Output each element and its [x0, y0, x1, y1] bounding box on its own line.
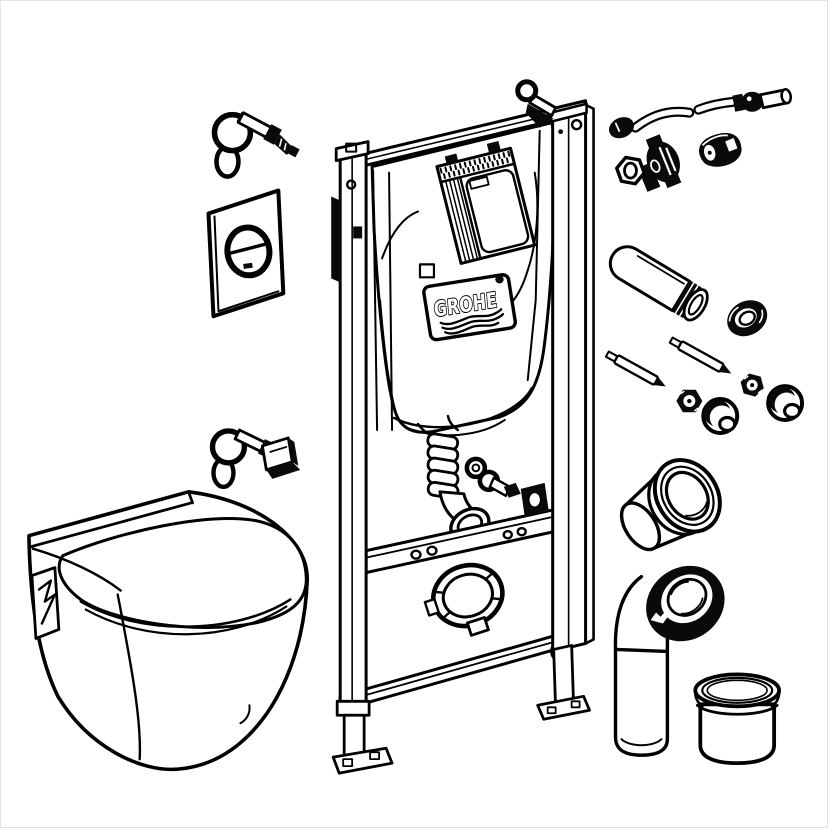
connection-nipple-drawing [699, 133, 742, 167]
registered-dot [495, 275, 504, 284]
anchor-top-drawing [211, 111, 300, 179]
threaded-rods-drawing [604, 336, 732, 387]
drain-elbow-drawing [613, 565, 725, 757]
pipe-holder-ring-drawing [423, 562, 505, 637]
angle-valve-drawing [615, 134, 682, 192]
lubricant-pot-drawing [693, 672, 782, 766]
inspection-shaft-drawing [435, 140, 537, 265]
anchor-mid-drawing [209, 428, 301, 490]
frame-top-bolt [515, 79, 558, 128]
toilet-flush-recess [30, 566, 61, 640]
connection-fitting-drawing [464, 456, 549, 517]
seal-ring-drawing [727, 300, 768, 337]
toilet-drawing [27, 490, 310, 772]
dome-caps-drawing [701, 384, 805, 435]
frame-right-rail [515, 79, 595, 653]
hex-nuts-drawing [676, 373, 764, 413]
frame-drawing: GROHE [331, 79, 595, 775]
flush-plate-drawing [206, 188, 286, 319]
grohe-label: GROHE [422, 273, 517, 342]
flush-pipe-drawing [608, 245, 709, 322]
frame-left-rail [331, 140, 370, 713]
flush-bend-drawing [416, 414, 491, 543]
frame-feet-drawing [331, 644, 591, 775]
supply-hose-drawing [609, 88, 793, 139]
sleeve-gasket-drawing [619, 458, 722, 552]
frame-lower-crossbar [338, 629, 574, 712]
